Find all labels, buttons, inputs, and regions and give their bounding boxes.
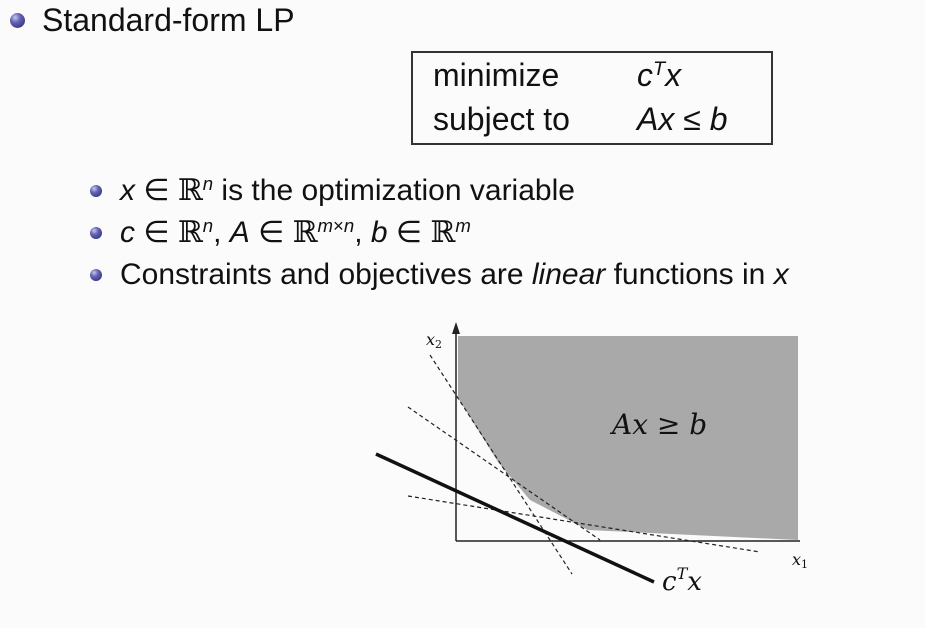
constraint-line-1 <box>429 354 573 575</box>
constraint-label: subject to <box>433 101 570 137</box>
feasible-region <box>458 336 798 540</box>
x2-axis-arrow-icon <box>452 322 460 334</box>
slide-title: Standard-form LP <box>42 2 295 38</box>
constraint-line-2 <box>407 406 601 541</box>
objective-label: cTx <box>662 564 702 597</box>
item-bullet-icon <box>90 269 102 281</box>
x-axis-label: x1 <box>792 550 808 571</box>
bullet-item-dimensions: c ∈ ℝn, A ∈ ℝm×n, b ∈ ℝm <box>120 214 471 250</box>
constraint-expression: Ax ≤ b <box>637 101 728 137</box>
objective-expression: cTx <box>637 57 682 93</box>
region-label: Ax ≥ b <box>609 408 707 441</box>
lp-formulation-box: minimize cTx subject to Ax ≤ b <box>411 51 773 145</box>
objective-label: minimize <box>433 57 560 93</box>
objective-line <box>375 452 655 584</box>
y-axis-label: x2 <box>426 330 442 351</box>
item-bullet-icon <box>90 227 102 239</box>
bullet-item-linear: Constraints and objectives are linear fu… <box>120 258 789 291</box>
constraint-line-3 <box>407 495 761 553</box>
bullet-item-variable: x ∈ ℝn is the optimization variable <box>120 172 575 208</box>
item-bullet-icon <box>90 185 102 197</box>
title-bullet-icon <box>10 13 25 28</box>
